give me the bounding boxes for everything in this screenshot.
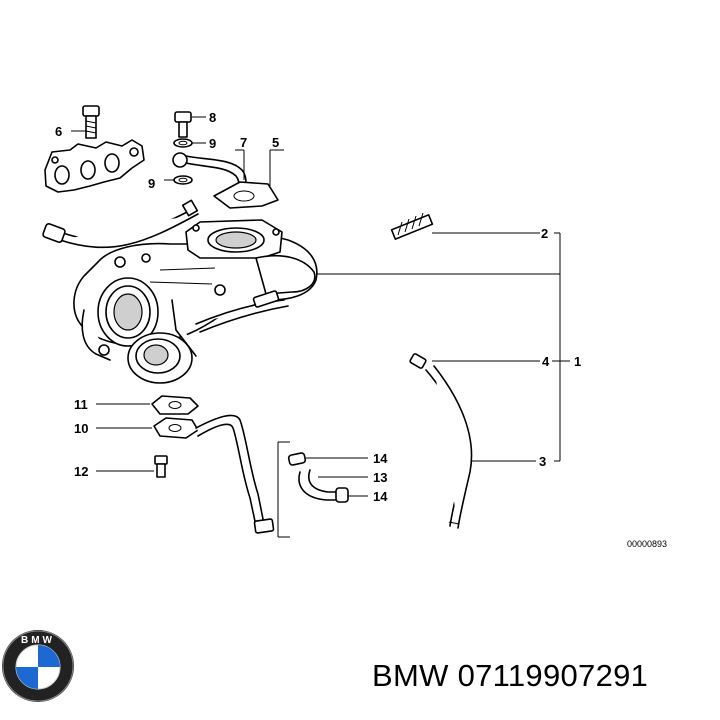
- callout-9-upper: 9: [209, 136, 216, 151]
- gasket-5: [213, 181, 279, 209]
- callout-7: 7: [240, 135, 247, 150]
- hose-13: [298, 469, 341, 501]
- stud-2: [390, 212, 434, 240]
- clamp-14-upper: [287, 452, 307, 466]
- manifold-gasket: [44, 139, 145, 193]
- bolt-6: [82, 105, 100, 139]
- washer-9-upper: [173, 138, 193, 148]
- washer-9-lower: [173, 175, 193, 185]
- bolt-12: [154, 455, 168, 478]
- callout-14-lower: 14: [373, 489, 388, 504]
- callout-6: 6: [55, 124, 62, 139]
- callout-8: 8: [209, 110, 216, 125]
- return-hose-3: [409, 353, 473, 529]
- svg-text:BMW: BMW: [21, 635, 55, 646]
- gasket-11: [151, 395, 199, 415]
- callout-10: 10: [74, 421, 88, 436]
- callout-9-lower: 9: [148, 176, 155, 191]
- callout-1: 1: [574, 354, 581, 369]
- callout-5: 5: [272, 135, 279, 150]
- banjo-bolt-8: [174, 111, 192, 138]
- callout-4: 4: [542, 354, 550, 369]
- oil-return-pipe-10: [153, 414, 275, 534]
- clamp-14-lower: [335, 487, 349, 503]
- bmw-logo: BMW: [2, 630, 74, 702]
- leader-lines: [71, 116, 570, 538]
- oil-return-pipe-upper: [42, 199, 199, 249]
- callout-12: 12: [74, 464, 88, 479]
- callout-11: 11: [74, 397, 88, 412]
- callout-2: 2: [541, 226, 548, 241]
- callout-3: 3: [539, 454, 546, 469]
- diagram-reference-number: 00000893: [627, 539, 667, 549]
- callout-14-upper: 14: [373, 451, 388, 466]
- turbocharger-assembly: [73, 219, 318, 384]
- part-number-caption: BMW 07119907291: [372, 658, 649, 693]
- callout-labels: 6 8 9 9 7 5 2 4 1 3 11 10 12 14 13 14 00…: [55, 110, 667, 549]
- callout-13: 13: [373, 470, 387, 485]
